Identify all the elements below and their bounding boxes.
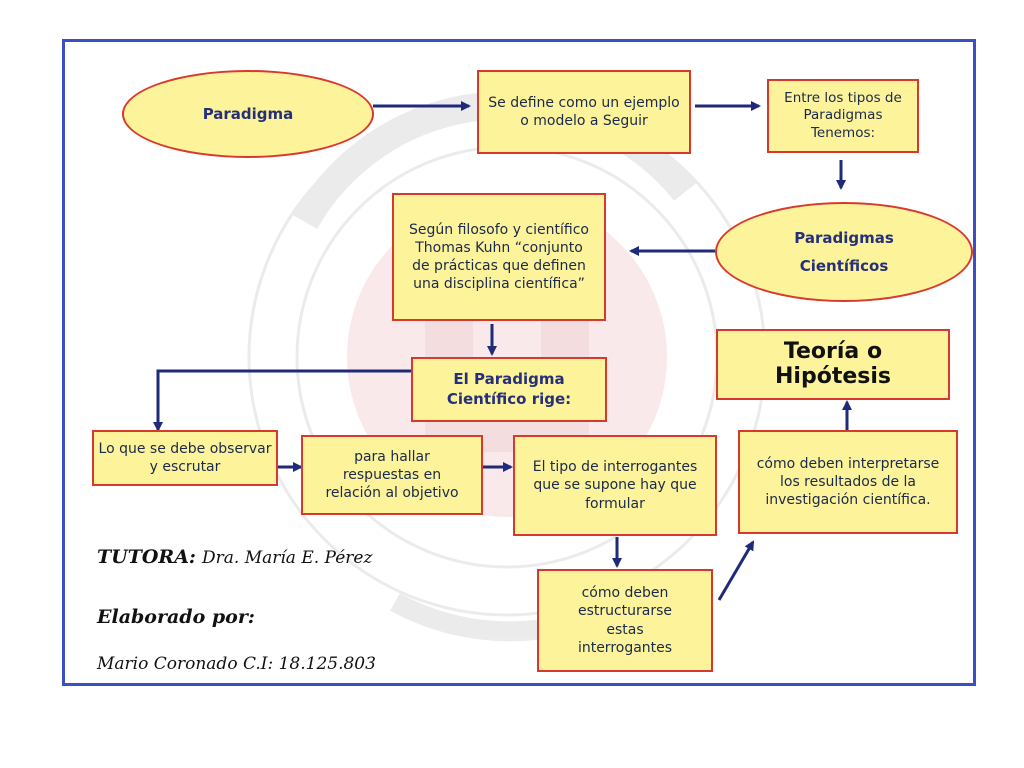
tutora-label: TUTORA:	[97, 546, 196, 568]
node-estructurar: cómo deben estructurarse estas interroga…	[537, 569, 713, 672]
diagram-frame: Paradigma Se define como un ejemplo o mo…	[62, 39, 976, 686]
node-interpretar-label: cómo deben interpretarse los resultados …	[756, 455, 940, 509]
node-interpretar: cómo deben interpretarse los resultados …	[738, 430, 958, 534]
node-define-label: Se define como un ejemplo o modelo a Seg…	[488, 94, 680, 129]
node-paradigma-label: Paradigma	[202, 105, 294, 123]
node-rige-label: El Paradigma Científico rige:	[446, 370, 572, 408]
tutora-line: TUTORA: Dra. María E. Pérez	[97, 546, 372, 568]
elaborado-label: Elaborado por:	[97, 606, 255, 628]
node-cientificos-line2: Científicos	[799, 257, 889, 275]
node-interrogantes-label: El tipo de interrogantes que se supone h…	[532, 459, 698, 512]
node-estructurar-label: cómo deben estructurarse estas interroga…	[577, 585, 673, 656]
connector-arrows	[153, 101, 852, 601]
node-cientificos-line1: Paradigmas	[794, 228, 894, 247]
node-kuhn: Según filosofo y científico Thomas Kuhn …	[392, 193, 606, 321]
node-tipos-label: Entre los tipos de Paradigmas Tenemos:	[784, 89, 902, 141]
node-hallar: para hallar respuestas en relación al ob…	[301, 435, 483, 515]
node-tipos: Entre los tipos de Paradigmas Tenemos:	[767, 79, 919, 153]
node-interrogantes: El tipo de interrogantes que se supone h…	[513, 435, 717, 536]
node-teoria-label: Teoría o Hipótesis	[775, 339, 891, 389]
node-teoria-hipotesis: Teoría o Hipótesis	[716, 329, 950, 400]
node-paradigma: Paradigma	[122, 70, 374, 158]
author-line: Mario Coronado C.I: 18.125.803	[97, 654, 376, 674]
arrow-estructurar-to-interpretar	[717, 540, 755, 601]
node-kuhn-label: Según filosofo y científico Thomas Kuhn …	[409, 221, 589, 293]
node-paradigma-rige: El Paradigma Científico rige:	[411, 357, 607, 422]
node-paradigmas-cientificos: Paradigmas Científicos	[715, 202, 973, 302]
node-observar: Lo que se debe observar y escrutar	[92, 430, 278, 486]
tutora-name: Dra. María E. Pérez	[202, 548, 373, 568]
node-define: Se define como un ejemplo o modelo a Seg…	[477, 70, 691, 154]
arrow-rige-to-observar	[153, 369, 411, 432]
node-hallar-label: para hallar respuestas en relación al ob…	[325, 448, 459, 502]
node-observar-label: Lo que se debe observar y escrutar	[98, 440, 272, 475]
